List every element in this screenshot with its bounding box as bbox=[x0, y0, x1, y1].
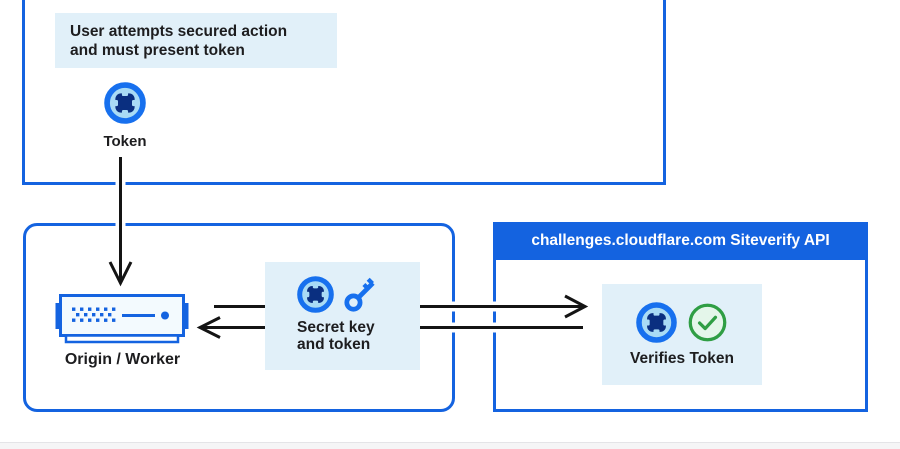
user-message-box: User attempts secured action and must pr… bbox=[55, 13, 337, 68]
verified-check-icon bbox=[688, 303, 727, 341]
user-message-line1: User attempts secured action bbox=[70, 23, 288, 40]
turnstile-token-icon bbox=[297, 275, 334, 313]
turnstile-token-icon bbox=[104, 82, 146, 124]
origin-server-icon bbox=[55, 294, 189, 344]
siteverify-api-header: challenges.cloudflare.com Siteverify API bbox=[493, 222, 868, 260]
siteverify-api-title: challenges.cloudflare.com Siteverify API bbox=[531, 232, 830, 249]
secret-key-panel: Secret key and token bbox=[265, 262, 420, 370]
secret-key-line1: Secret key bbox=[297, 319, 375, 336]
origin-worker-box bbox=[23, 223, 455, 412]
footer-strip bbox=[0, 442, 900, 449]
turnstile-token-icon bbox=[636, 301, 677, 343]
user-message-line2: and must present token bbox=[70, 42, 245, 59]
verify-token-panel: Verifies Token bbox=[602, 284, 762, 385]
secret-key-icon bbox=[344, 277, 375, 312]
origin-worker-label: Origin / Worker bbox=[64, 351, 181, 368]
secret-key-line2: and token bbox=[297, 336, 371, 353]
verifies-token-label: Verifies Token bbox=[630, 349, 734, 367]
user-action-box bbox=[22, 0, 666, 185]
token-label: Token bbox=[103, 133, 147, 150]
